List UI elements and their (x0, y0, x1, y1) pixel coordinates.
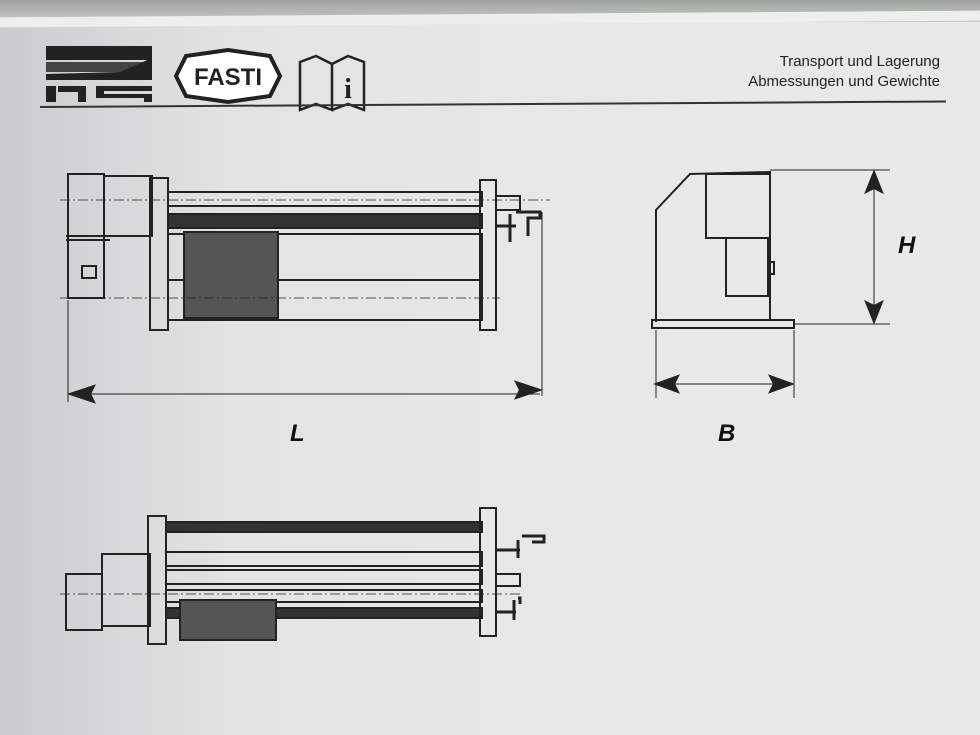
machine-front-view (60, 173, 550, 404)
svg-text:i: i (344, 74, 352, 105)
length-label: L (290, 420, 305, 447)
machine-top-view (60, 507, 546, 645)
hs-logo (46, 46, 152, 102)
height-label: H (898, 232, 916, 259)
fasti-logo: FASTI (173, 47, 283, 105)
machine-side-view (651, 169, 890, 398)
header-title-line1: Transport und Lagerung (779, 53, 940, 70)
info-book-icon: i (298, 54, 366, 112)
svg-text:FASTI: FASTI (194, 64, 262, 91)
width-label: B (718, 420, 736, 447)
page-header-title: Transport und Lagerung Abmessungen und G… (748, 52, 940, 92)
header-title-line2: Abmessungen und Gewichte (748, 73, 940, 90)
